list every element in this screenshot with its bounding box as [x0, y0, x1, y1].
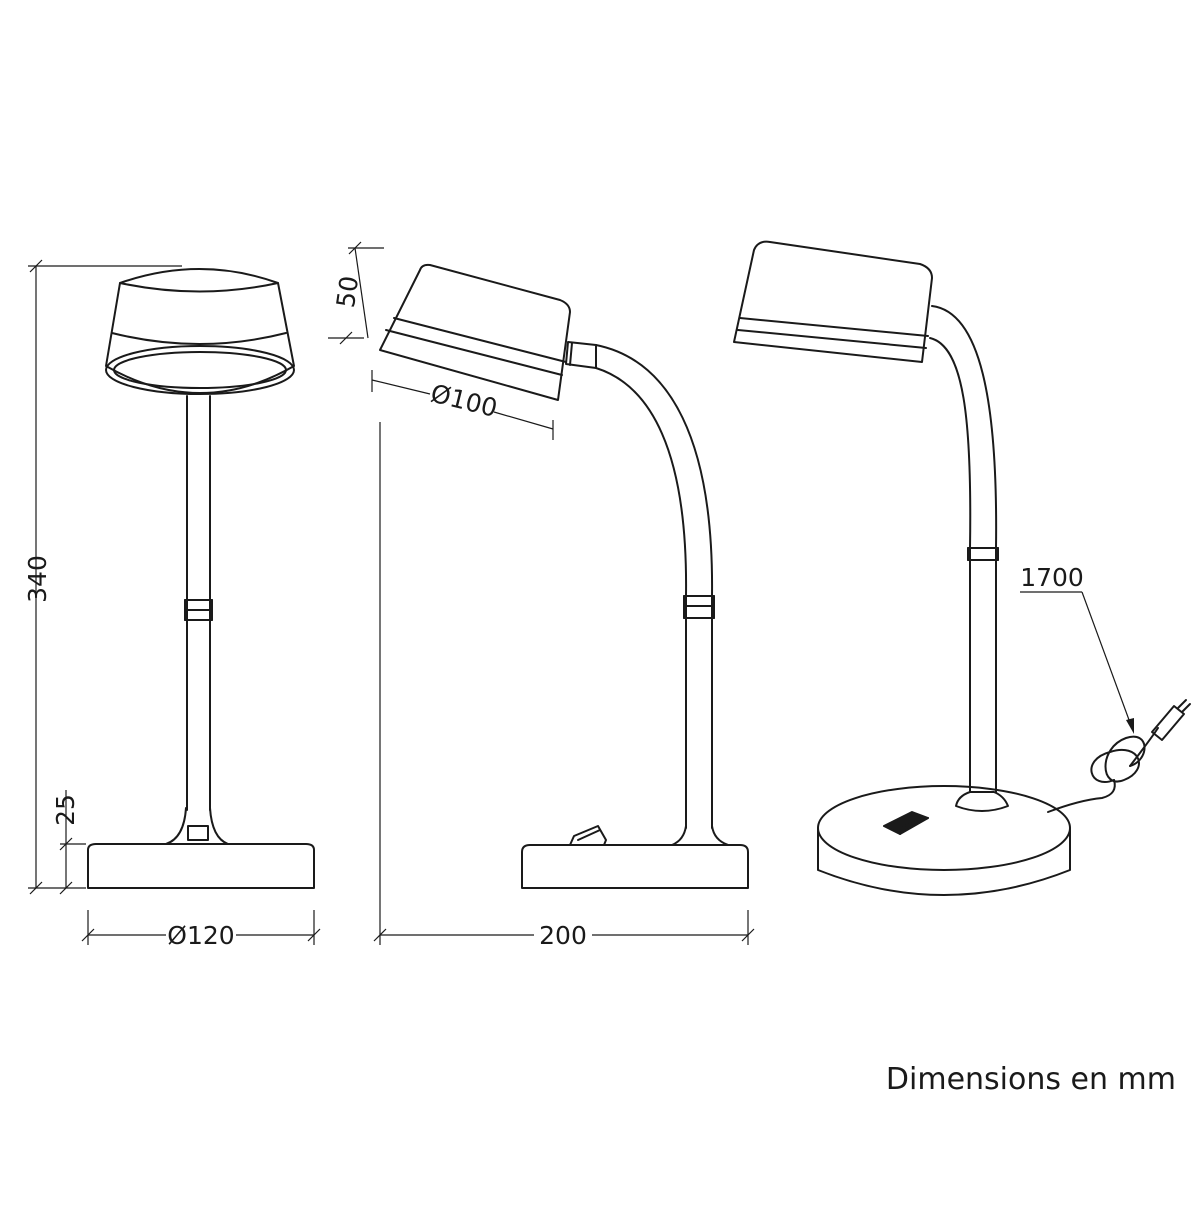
side-gooseneck — [595, 344, 714, 597]
front-base — [87, 807, 315, 889]
dimension-base-diameter: Ø120 — [81, 910, 321, 950]
perspective-base — [817, 785, 1071, 896]
units-note: Dimensions en mm — [886, 1062, 1176, 1097]
perspective-stem — [967, 547, 999, 793]
dimension-base-height: 25 — [51, 790, 86, 895]
label-shade-height: 50 — [331, 274, 364, 310]
dimension-height-total: 340 — [23, 259, 182, 895]
label-height-total: 340 — [23, 555, 52, 603]
label-base-height: 25 — [51, 794, 80, 826]
side-joint — [565, 341, 597, 369]
perspective-gooseneck — [929, 305, 998, 549]
label-base-diameter: Ø120 — [167, 921, 234, 950]
label-shade-diameter: Ø100 — [428, 379, 500, 423]
perspective-view-lamp — [733, 240, 1191, 896]
side-stem — [683, 595, 715, 829]
label-depth: 200 — [539, 921, 587, 950]
perspective-shade — [733, 240, 933, 363]
front-stem — [184, 395, 213, 811]
dimension-cable-length: 1700 — [1020, 563, 1134, 734]
power-cord — [1047, 699, 1191, 813]
dimension-depth: 200 — [373, 422, 755, 950]
side-base — [521, 825, 749, 889]
front-view-lamp — [87, 268, 315, 889]
side-shade — [379, 263, 571, 401]
label-cable-length: 1700 — [1020, 563, 1084, 592]
front-shade — [105, 268, 295, 395]
dimension-shade-height: 50 — [328, 241, 384, 345]
side-view-lamp — [379, 263, 749, 889]
